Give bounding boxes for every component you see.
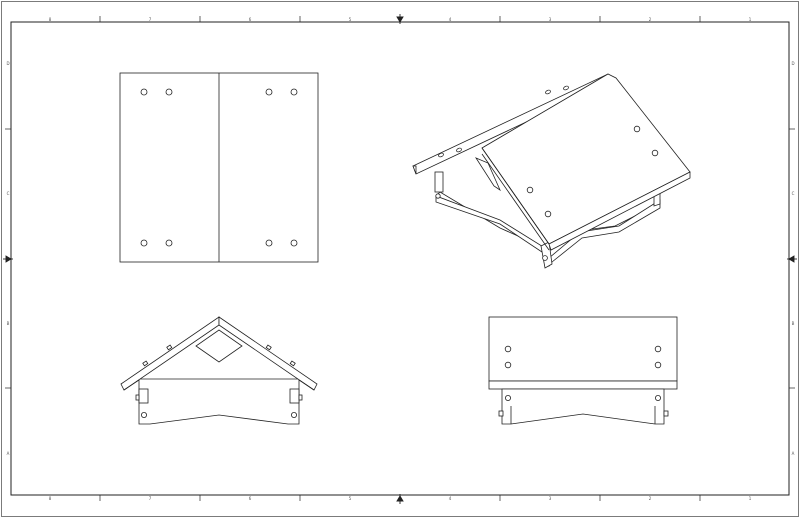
row-label: A (792, 451, 795, 456)
gable-inner (195, 329, 243, 363)
column-label: 6 (249, 496, 252, 501)
column-label: 3 (549, 496, 552, 501)
right-tab (663, 410, 669, 417)
column-labels-bottom: 8 7 6 5 4 3 2 1 (49, 496, 752, 501)
side-screws (504, 345, 662, 369)
column-label: 3 (549, 17, 552, 22)
roof-front-edge-lower (481, 153, 550, 251)
side-view (488, 316, 678, 425)
column-label: 2 (649, 496, 652, 501)
top-view (119, 72, 319, 263)
column-label: 6 (249, 17, 252, 22)
row-label: B (792, 321, 795, 326)
row-label: A (7, 451, 10, 456)
left-side-hole (504, 394, 511, 401)
front-post-hole (542, 255, 548, 261)
front-screws (142, 344, 296, 367)
column-label: 7 (149, 17, 152, 22)
column-label: 7 (149, 496, 152, 501)
left-hole (140, 411, 147, 418)
row-label: B (7, 321, 10, 326)
row-label: C (7, 191, 10, 196)
right-bracket (289, 388, 300, 404)
row-label: D (791, 61, 794, 66)
right-hole (290, 411, 297, 418)
column-label: 8 (49, 17, 52, 22)
column-label: 5 (349, 496, 352, 501)
left-roof-inner (123, 379, 140, 391)
iso-screws (438, 85, 659, 218)
roof-front-edge (481, 147, 550, 245)
column-labels-top: 8 7 6 5 4 3 2 1 (49, 17, 752, 22)
column-label: 8 (49, 496, 52, 501)
left-roof-edge (412, 165, 417, 175)
column-label: 4 (449, 17, 452, 22)
base-plate (138, 378, 300, 425)
left-post (434, 171, 444, 193)
inner-gable (474, 157, 501, 192)
right-roof-edge (548, 171, 691, 251)
row-label: C (792, 191, 795, 196)
roof-panel (488, 316, 678, 382)
left-tab (498, 410, 504, 417)
left-post-hole (435, 193, 441, 199)
roof-edge (488, 380, 678, 390)
front-view (120, 316, 318, 425)
right-roof-panel (481, 73, 691, 245)
zone-ticks (5, 16, 795, 501)
row-labels-right: D C B A (791, 61, 794, 456)
column-label: 4 (449, 496, 452, 501)
left-bracket-tab (135, 394, 140, 401)
front-post (540, 241, 553, 269)
column-label: 1 (749, 496, 752, 501)
right-bracket-tab (298, 394, 303, 401)
isometric-view (412, 73, 691, 269)
row-label: D (6, 61, 9, 66)
right-roof-inner (298, 379, 315, 391)
left-bracket (138, 388, 149, 404)
column-label: 1 (749, 17, 752, 22)
right-side-hole (655, 394, 662, 401)
column-label: 2 (649, 17, 652, 22)
column-label: 5 (349, 17, 352, 22)
screw-holes (140, 88, 298, 247)
drawing-frame (10, 21, 790, 496)
side-base (501, 388, 665, 425)
centering-marks (3, 14, 797, 504)
row-labels-left: D C B A (6, 61, 9, 456)
